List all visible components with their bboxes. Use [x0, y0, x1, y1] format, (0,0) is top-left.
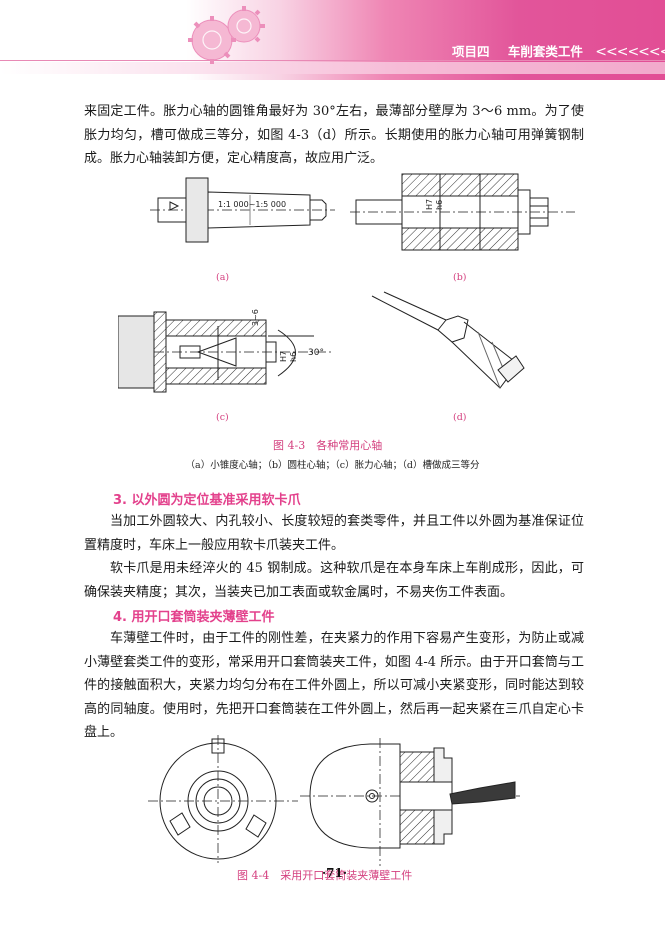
section-4-title: 4. 用开口套筒装夹薄壁工件	[113, 610, 275, 625]
fit-label-c-top: H7	[279, 351, 288, 362]
figure-4-4-chuck-side-section	[300, 738, 520, 866]
fit-label-c-bottom: h6	[289, 352, 298, 362]
subfigure-label-a: (a)	[216, 272, 230, 283]
paragraph-1: 来固定工件。胀力心轴的圆锥角最好为 30°左右，最薄部分壁厚为 3～6 mm。为…	[84, 104, 584, 167]
page-header: 项目四 车削套类工件 <<<<<<<	[0, 0, 665, 80]
paragraph-4: 车薄壁工件时，由于工件的刚性差，在夹紧力的作用下容易产生变形，为防止或减小薄壁套…	[84, 631, 584, 741]
wall-thickness-label: 3~6	[251, 309, 260, 326]
subfigure-label-c: (c)	[216, 412, 229, 423]
chevron-left-icon: <<<<<<<	[595, 44, 665, 60]
page-number: ·71·	[322, 866, 348, 880]
section-3-title: 3. 以外圆为定位基准采用软卡爪	[113, 493, 301, 508]
gear-icon	[188, 6, 265, 64]
paragraph-3: 软卡爪是用未经淬火的 45 钢制成。这种软爪是在本身车床上车削成形，因此，可确保…	[84, 561, 584, 600]
figure-4-4-chuck-front-view	[148, 735, 298, 863]
cone-angle-label: 30°	[308, 348, 324, 358]
figure-4-3d-three-slot-mandrel	[368, 290, 538, 400]
taper-annotation: 1:1 000~1:5 000	[218, 200, 286, 209]
figure-4-3-subcaption: （a）小锥度心轴；（b）圆柱心轴；（c）胀力心轴；（d）槽做成三等分	[185, 460, 480, 471]
figure-4-4-caption: 图 4-4 采用开口套筒装夹薄壁工件	[237, 869, 413, 882]
figure-4-3-caption: 图 4-3 各种常用心轴	[273, 439, 383, 452]
paragraph-2: 当加工外圆较大、内孔较小、长度较短的套类零件，并且工件以外圆为基准保证位置精度时…	[84, 514, 584, 553]
header-chapter-title: 车削套类工件	[507, 44, 583, 59]
figure-4-3c-expanding-mandrel: 3~6 H7 h6 30°	[118, 309, 333, 400]
fit-label-b-bottom: h6	[435, 200, 444, 210]
header-title: 项目四 车削套类工件 <<<<<<<	[452, 41, 665, 61]
header-band	[0, 62, 665, 74]
subfigure-label-d: (d)	[453, 412, 467, 423]
figure-4-3b-cylindrical-mandrel: H7 h6	[350, 168, 575, 260]
header-project: 项目四	[452, 44, 490, 59]
fit-label-b-top: H7	[425, 199, 434, 210]
header-rule	[0, 60, 665, 61]
subfigure-label-b: (b)	[453, 272, 467, 283]
figure-4-3a-tapered-mandrel: 1:1 000~1:5 000	[150, 170, 335, 260]
